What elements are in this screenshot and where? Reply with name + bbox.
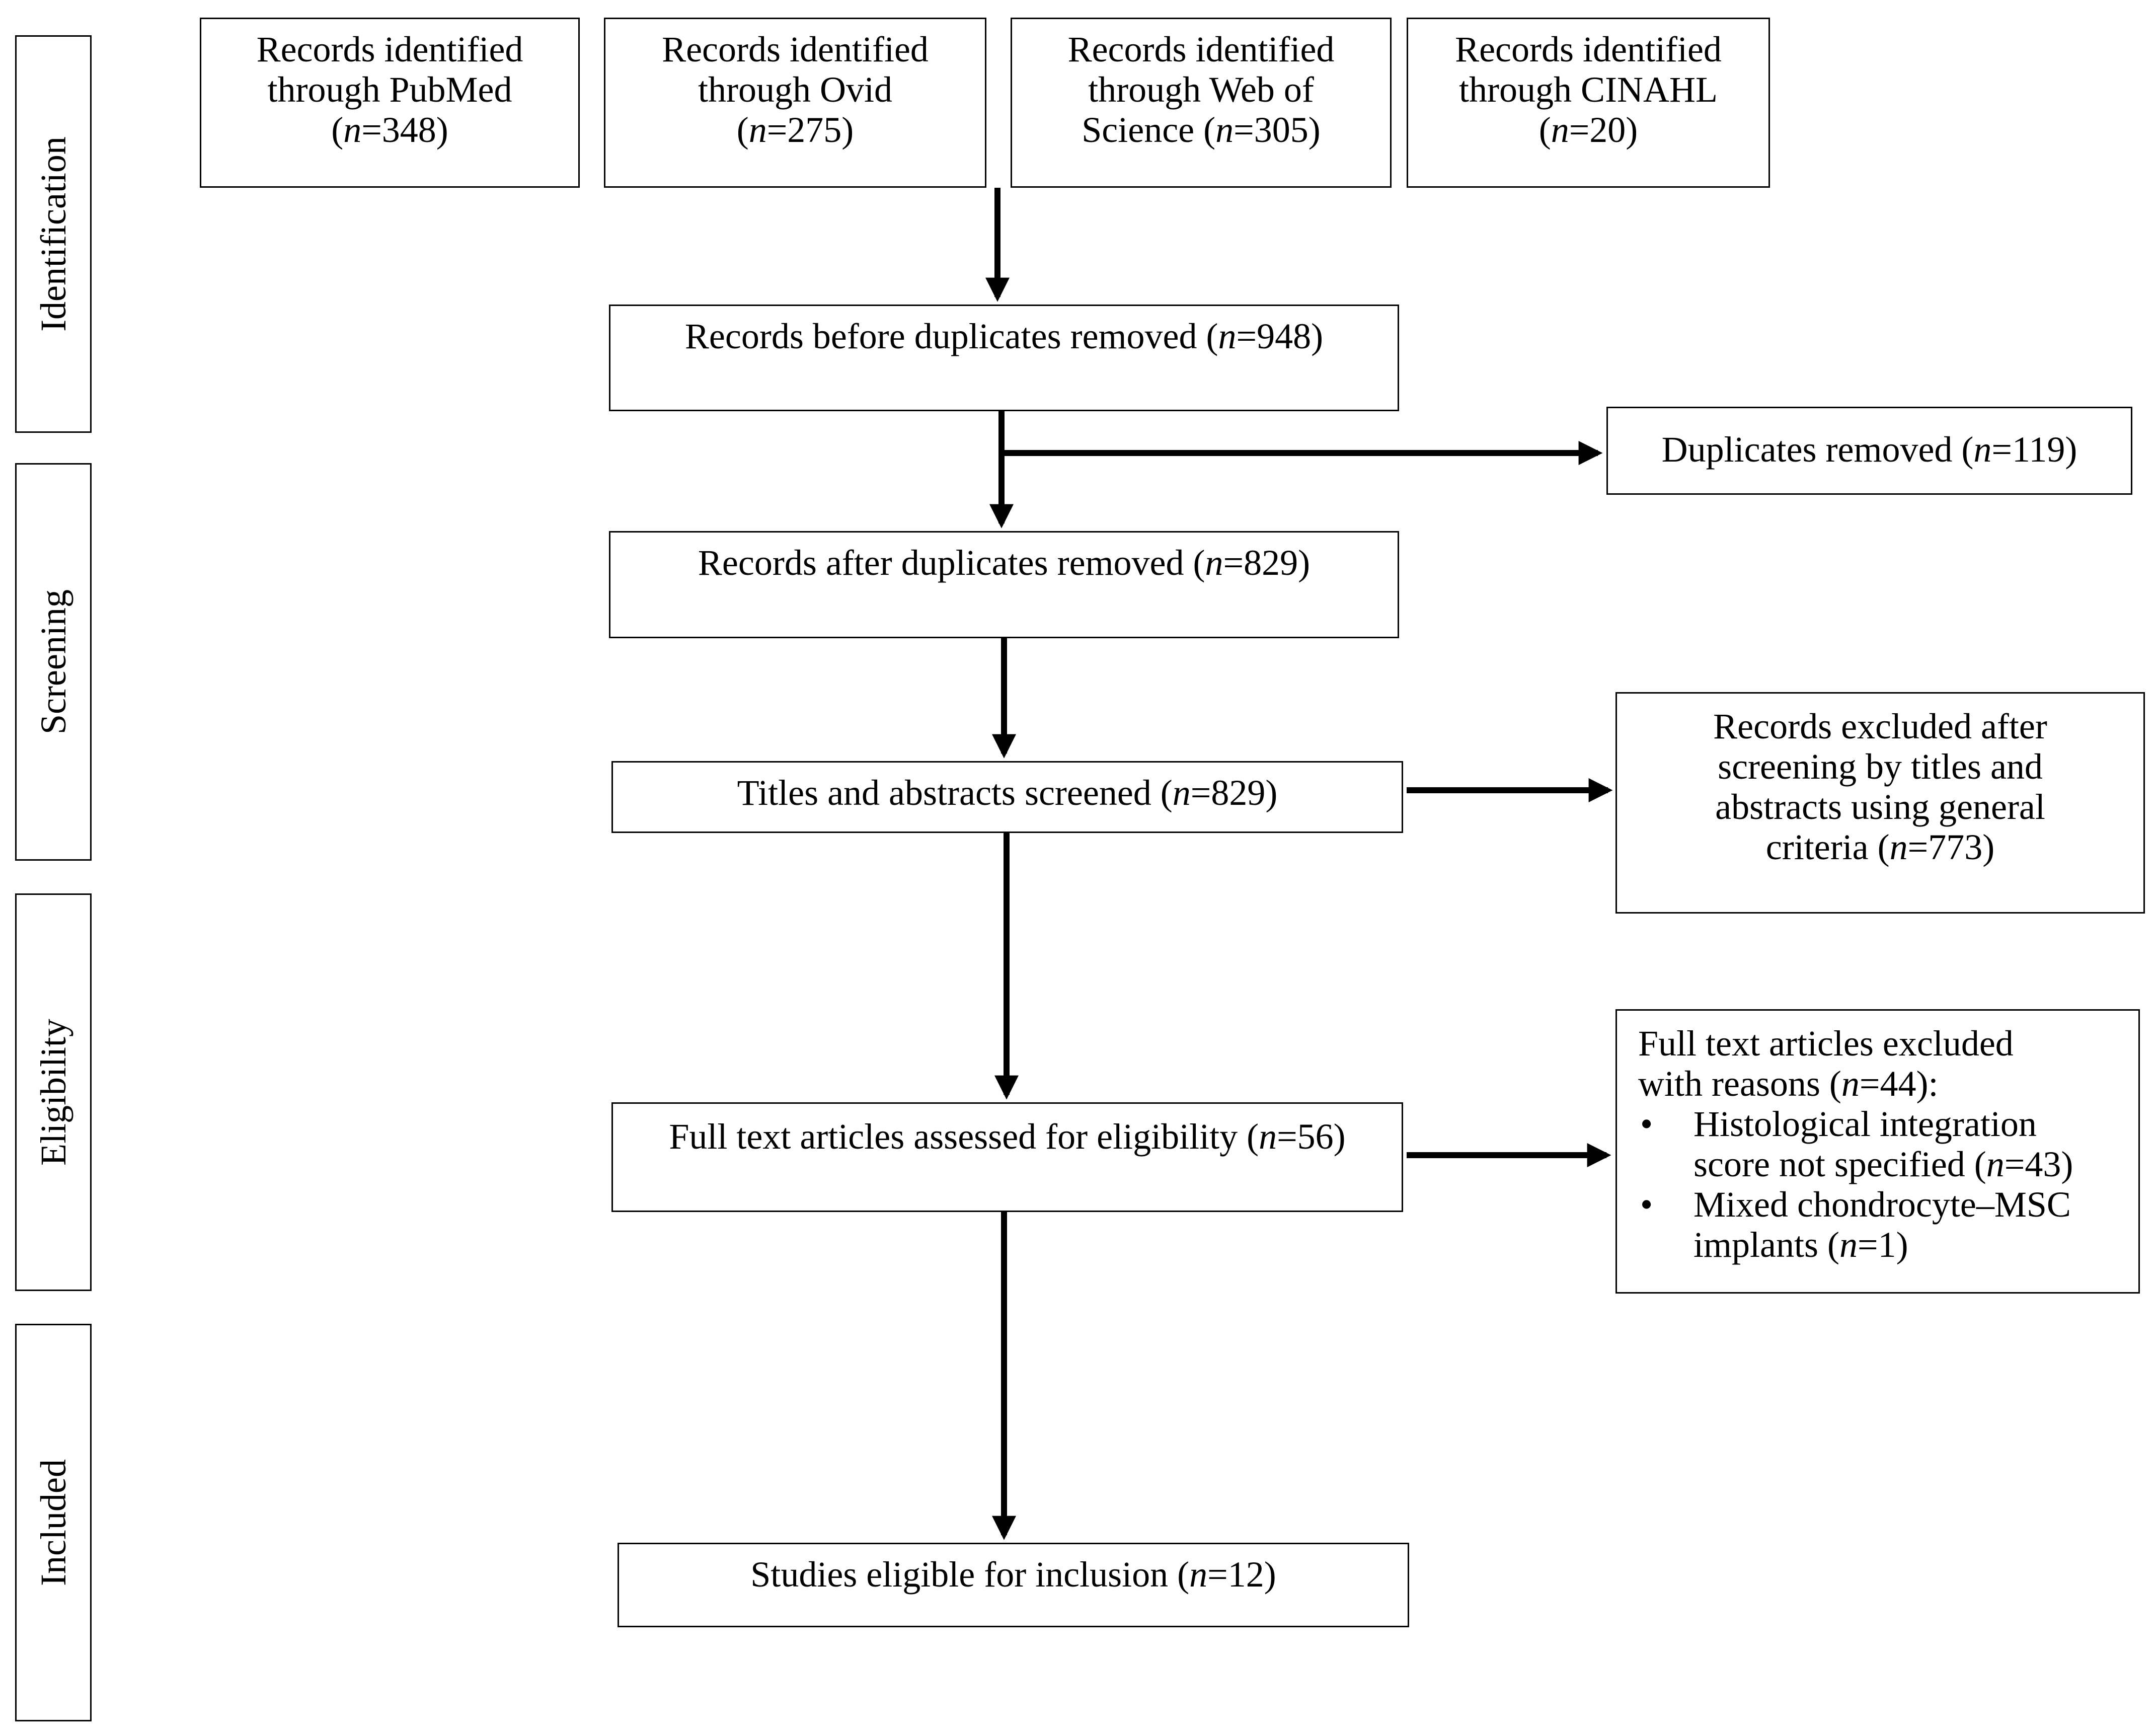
stage-identification: Identification — [15, 35, 92, 433]
bullet-dot: • — [1640, 1104, 1653, 1144]
source-box-web-of-science: Records identified through Web of Scienc… — [1011, 18, 1392, 188]
bullet-dot: • — [1640, 1184, 1653, 1225]
source-line1: Records identified — [662, 29, 929, 69]
source-count: (n=348) — [331, 110, 448, 150]
records-before-duplicates-box: Records before duplicates removed (n=948… — [609, 305, 1399, 411]
titles-abstracts-screened-text: Titles and abstracts screened (n=829) — [737, 773, 1278, 813]
source-line2: through PubMed — [267, 69, 512, 110]
source-line2: through CINAHL — [1459, 69, 1718, 110]
studies-included-text: Studies eligible for inclusion (n=12) — [750, 1554, 1276, 1595]
source-box-ovid: Records identified through Ovid (n=275) — [604, 18, 986, 188]
titles-abstracts-screened-box: Titles and abstracts screened (n=829) — [611, 761, 1403, 833]
records-after-duplicates-box: Records after duplicates removed (n=829) — [609, 531, 1399, 638]
full-text-excluded-text: Full text articles excluded with reasons… — [1638, 1023, 2136, 1265]
exclusion-reason-1: • Histological integration score not spe… — [1640, 1104, 2073, 1184]
stage-included: Included — [15, 1324, 92, 1721]
source-line1: Records identified — [1067, 29, 1335, 69]
studies-included-box: Studies eligible for inclusion (n=12) — [618, 1543, 1409, 1627]
full-text-excluded-box: Full text articles excluded with reasons… — [1615, 1009, 2140, 1294]
source-box-cinahl: Records identified through CINAHL (n=20) — [1407, 18, 1770, 188]
exclusion-reason-2: • Mixed chondrocyte–MSC implants (n=1) — [1640, 1184, 2071, 1265]
records-excluded-screening-box: Records excluded after screening by titl… — [1615, 692, 2145, 914]
stage-screening: Screening — [15, 463, 92, 861]
stage-eligibility: Eligibility — [15, 893, 92, 1291]
records-after-duplicates-text: Records after duplicates removed (n=829) — [698, 543, 1311, 583]
full-text-assessed-text: Full text articles assessed for eligibil… — [669, 1116, 1346, 1157]
source-box-pubmed: Records identified through PubMed (n=348… — [200, 18, 580, 188]
records-excluded-screening-text: Records excluded after screening by titl… — [1713, 706, 2047, 867]
source-line1: Records identified — [256, 29, 523, 69]
source-line2: through Web of — [1088, 69, 1314, 110]
source-count: (n=20) — [1538, 110, 1638, 150]
records-before-duplicates-text: Records before duplicates removed (n=948… — [684, 316, 1324, 356]
source-count: Science (n=305) — [1082, 110, 1321, 150]
duplicates-removed-text: Duplicates removed (n=119) — [1661, 429, 2077, 470]
full-text-assessed-box: Full text articles assessed for eligibil… — [611, 1102, 1403, 1212]
source-line1: Records identified — [1455, 29, 1722, 69]
duplicates-removed-box: Duplicates removed (n=119) — [1606, 407, 2132, 495]
source-count: (n=275) — [736, 110, 854, 150]
source-line2: through Ovid — [698, 69, 892, 110]
